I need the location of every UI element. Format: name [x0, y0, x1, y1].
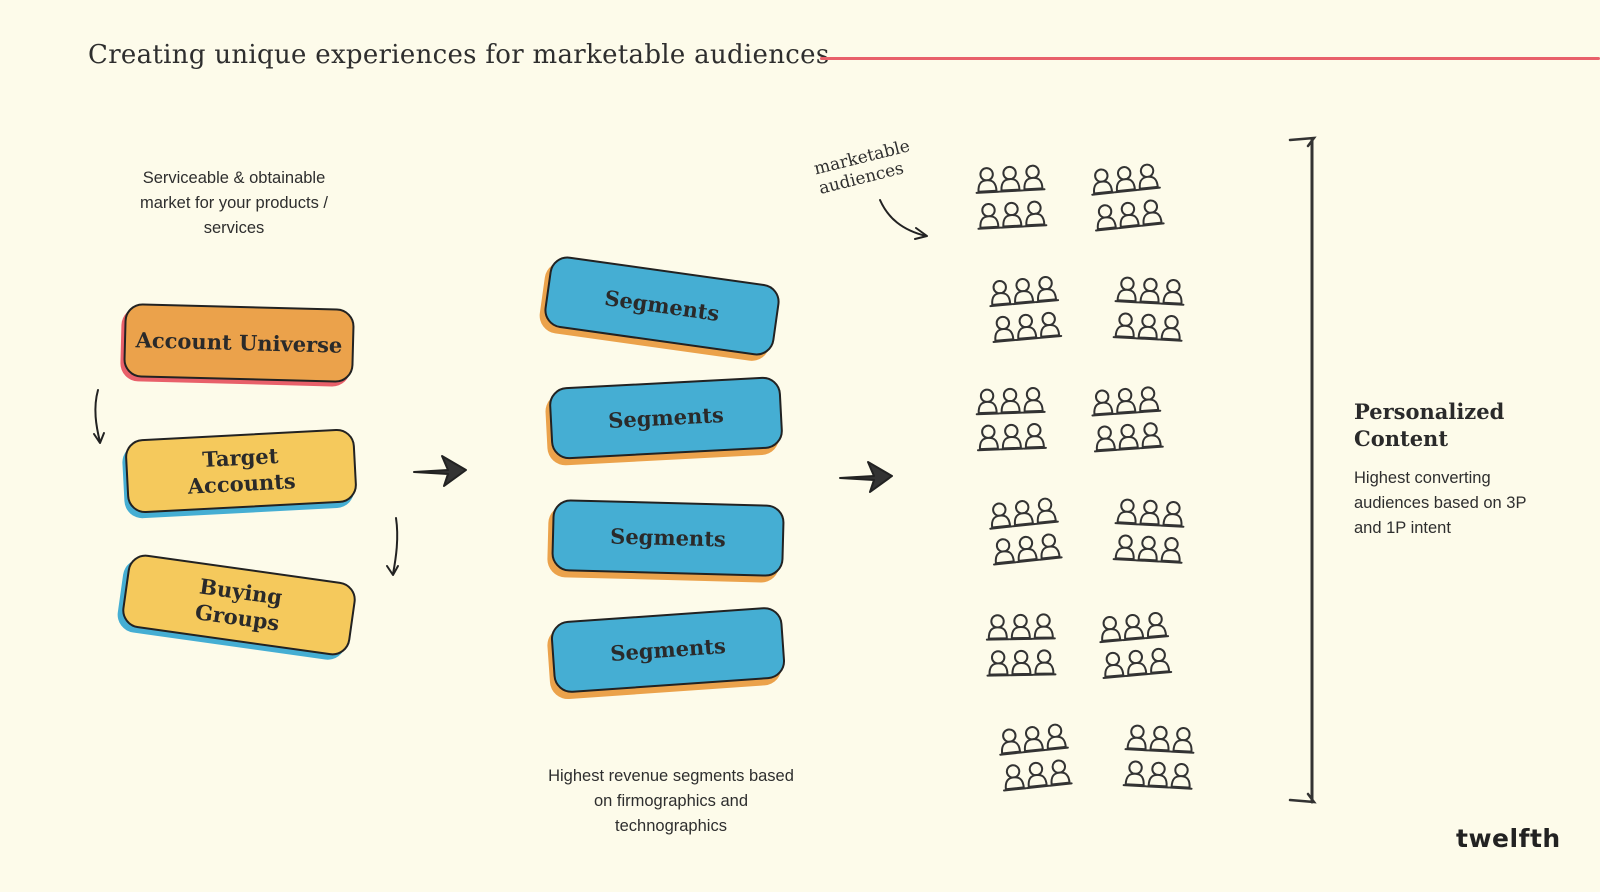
funnel-box-face: Account Universe: [123, 303, 355, 383]
funnel-box-target-accounts: Target Accounts: [121, 428, 358, 520]
person-group-icon: [1118, 718, 1202, 802]
personalized-content-title: Personalized Content: [1354, 398, 1544, 452]
market-caption-text: Serviceable & obtainable market for your…: [140, 169, 328, 237]
segment-label: Segments: [609, 632, 727, 667]
segments-caption-text: Highest revenue segments based on firmog…: [548, 767, 794, 835]
segment-box: Segments: [544, 375, 784, 467]
person-group-icon: [984, 492, 1068, 576]
funnel-box-face: Buying Groups: [119, 552, 359, 658]
segment-box: Segments: [546, 498, 785, 583]
person-group-icon: [1094, 606, 1178, 690]
personalized-content-description: Highest converting audiences based on 3P…: [1354, 466, 1534, 541]
funnel-box-face: Target Accounts: [124, 428, 358, 514]
funnel-label: Target Accounts: [187, 443, 297, 499]
annotation-text: marketable audiences: [812, 136, 913, 199]
segment-label: Segments: [603, 285, 722, 326]
market-caption: Serviceable & obtainable market for your…: [124, 166, 344, 241]
person-group-icon: [980, 606, 1064, 690]
arrow-right-icon: [413, 455, 467, 487]
person-group-icon: [984, 270, 1068, 354]
arrow-right-icon: [839, 461, 893, 493]
segment-label: Segments: [609, 523, 727, 552]
segment-box: Segments: [546, 605, 787, 701]
person-group-icon: [1086, 158, 1170, 242]
person-group-icon: [970, 380, 1054, 464]
marketable-audiences-annotation: marketable audiences: [812, 133, 928, 199]
person-group-icon: [1108, 492, 1192, 576]
segment-box-face: Segments: [551, 498, 785, 578]
bracket-line: [1288, 136, 1317, 804]
page-title: Creating unique experiences for marketab…: [88, 40, 830, 70]
curved-arrow-icon: [879, 199, 928, 240]
funnel-label: Account Universe: [135, 327, 343, 358]
segment-label: Segments: [607, 401, 725, 434]
segment-box-face: Segments: [542, 254, 782, 358]
person-group-icon: [1108, 270, 1192, 354]
segments-caption: Highest revenue segments based on firmog…: [548, 764, 794, 839]
personalized-title-text: Personalized Content: [1354, 399, 1505, 451]
segment-box: Segments: [537, 254, 782, 364]
funnel-box-account-universe: Account Universe: [119, 303, 355, 387]
brand-logo: twelfth: [1456, 824, 1561, 853]
curved-arrow-icon: [386, 517, 399, 576]
person-group-icon: [970, 158, 1054, 242]
segment-box-face: Segments: [548, 375, 784, 461]
person-group-icon: [994, 718, 1078, 802]
curved-arrow-icon: [93, 389, 105, 444]
person-group-icon: [1086, 380, 1170, 464]
funnel-box-buying-groups: Buying Groups: [115, 552, 359, 663]
title-divider: [820, 57, 1600, 60]
funnel-label: Buying Groups: [193, 573, 284, 636]
personalized-description-text: Highest converting audiences based on 3P…: [1354, 469, 1527, 537]
